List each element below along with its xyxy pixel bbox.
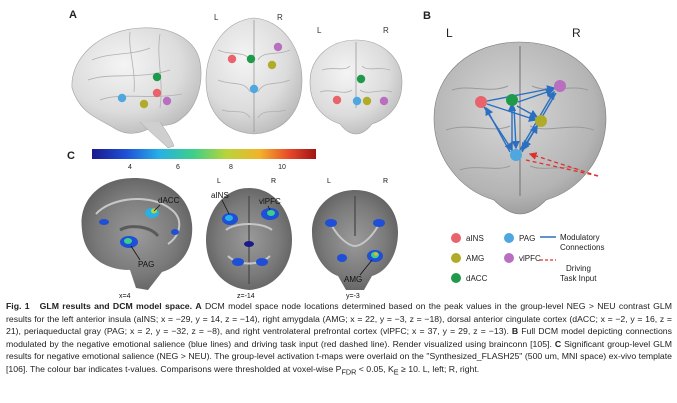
legend-modulatory-label-2: Connections — [560, 243, 604, 252]
caption-a-letter: A — [195, 301, 202, 311]
colorbar-tick: 4 — [128, 164, 132, 171]
sagittal-dacc-label: dACC — [158, 196, 180, 205]
dorsal-pag-node — [249, 84, 259, 94]
legend-swatch-amg — [451, 253, 461, 263]
legend-label-pag: PAG — [519, 234, 535, 243]
caption-e-subscript: E — [393, 367, 399, 377]
panel-b-brain — [433, 41, 607, 215]
axial-ains-label: aINS — [211, 191, 229, 200]
lateral-pag-node — [117, 93, 127, 103]
dorsal-ains-node — [227, 54, 237, 64]
frontal-vlpfc-node — [379, 96, 389, 106]
caption-b-text: Full DCM model depicting connections mod… — [6, 326, 672, 349]
panel-c-letter: C — [67, 150, 75, 162]
axial-left-label: L — [217, 178, 221, 185]
caption-fdr-subscript: FDR — [341, 367, 357, 377]
sagittal-pag-label: PAG — [138, 260, 154, 269]
frontal-amg-node — [362, 96, 372, 106]
b-vlpfc-node — [554, 80, 566, 92]
legend-label-ains: aINS — [466, 234, 484, 243]
dorsal-brain — [205, 17, 303, 135]
coronal-right-label: R — [383, 178, 388, 185]
dorsal-vlpfc-node — [273, 42, 283, 52]
axial-right-label: R — [271, 178, 276, 185]
lateral-amg-node — [139, 99, 149, 109]
b-amg-node — [535, 115, 547, 127]
coronal-slice — [312, 190, 398, 290]
dorsal-dacc-node — [246, 54, 256, 64]
legend-label-vlpfc: vlPFC — [519, 254, 541, 263]
b-ains-node — [475, 96, 487, 108]
coronal-coord: y=-3 — [346, 293, 360, 300]
frontal-brain — [309, 39, 403, 135]
colorbar-tick: 6 — [176, 164, 180, 171]
coronal-amg-label: AMG — [344, 275, 362, 284]
panel-b-left-label: L — [446, 26, 453, 40]
legend-driving-label-2: Task Input — [560, 274, 597, 283]
legend-label-dacc: dACC — [466, 274, 488, 283]
coronal-left-label: L — [327, 178, 331, 185]
legend-modulatory-label-1: Modulatory — [560, 233, 600, 242]
legend-swatch-ains — [451, 233, 461, 243]
legend: aINS PAG AMG vlPFC dACC Modulatory Conne… — [451, 233, 604, 283]
caption-fig-label: Fig. 1 — [6, 301, 30, 311]
caption-a-text: DCM model space node locations determine… — [6, 301, 672, 337]
axial-coord: z=-14 — [237, 293, 255, 300]
legend-driving-label-1: Driving — [566, 264, 591, 273]
sagittal-slice — [81, 178, 193, 290]
b-pag-node — [510, 149, 522, 161]
lateral-brain — [71, 27, 202, 149]
caption-c-text-2: < 0.05, K — [356, 363, 394, 374]
lateral-vlpfc-node — [162, 96, 172, 106]
panel-b-right-label: R — [572, 26, 581, 40]
legend-swatch-vlpfc — [504, 253, 514, 263]
lateral-dacc-node — [152, 72, 162, 82]
figure-panels: A L R L R C 4 6 8 10 — [67, 9, 607, 300]
caption-c-letter: C — [554, 338, 562, 349]
caption-c-text-3: ≥ 10. L, left; R, right. — [398, 363, 480, 374]
colorbar — [92, 149, 316, 159]
figure-caption: Fig. 1 GLM results and DCM model space. … — [6, 300, 672, 379]
axial-vlpfc-label: vlPFC — [259, 197, 281, 206]
b-dacc-node — [506, 94, 518, 106]
frontal-right-label: R — [383, 26, 389, 35]
driving-input-arrow — [525, 159, 599, 177]
frontal-ains-node — [332, 95, 342, 105]
legend-swatch-dacc — [451, 273, 461, 283]
panel-b-letter: B — [423, 10, 431, 22]
dorsal-right-label: R — [277, 13, 283, 22]
caption-b-letter: B — [511, 326, 519, 337]
frontal-dacc-node — [356, 74, 366, 84]
panel-a-letter: A — [69, 9, 77, 21]
caption-fig-title: GLM results and DCM model space. — [39, 301, 193, 311]
legend-label-amg: AMG — [466, 254, 484, 263]
lateral-ains-node — [152, 88, 162, 98]
frontal-pag-node — [352, 96, 362, 106]
dorsal-left-label: L — [214, 13, 219, 22]
colorbar-tick: 8 — [229, 164, 233, 171]
sagittal-coord: x=4 — [119, 293, 131, 300]
caption-c-text: Significant group-level GLM results for … — [6, 338, 672, 374]
dorsal-amg-node — [267, 60, 277, 70]
driving-input-arrow — [528, 152, 599, 177]
axial-slice — [206, 188, 292, 290]
legend-swatch-pag — [504, 233, 514, 243]
colorbar-tick: 10 — [278, 164, 286, 171]
frontal-left-label: L — [317, 26, 322, 35]
